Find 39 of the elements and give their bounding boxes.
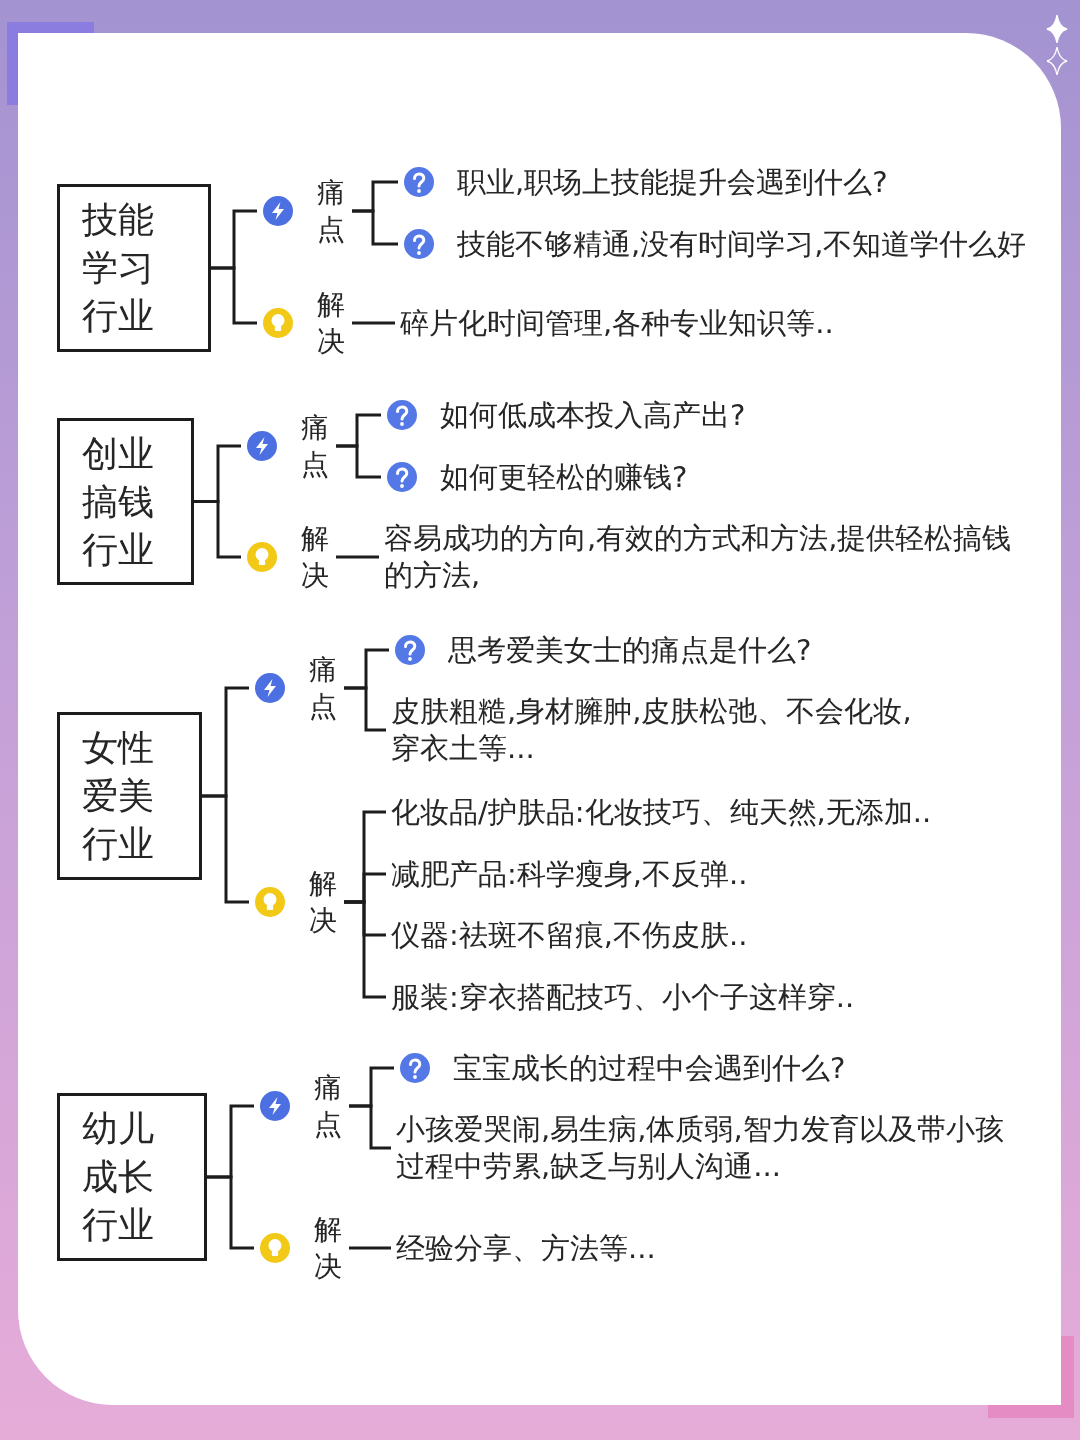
item-text: 如何低成本投入高产出? <box>440 396 746 434</box>
connector-line <box>349 1104 391 1150</box>
item-text: 思考爱美女士的痛点是什么? <box>448 631 812 669</box>
branch-label: 痛点 <box>301 410 330 483</box>
item-text: 皮肤粗糙,身材臃肿,皮肤松弛、不会化妆,穿衣土等... <box>386 693 921 767</box>
connector-line <box>352 209 398 246</box>
item-text: 容易成功的方向,有效的方式和方法,提供轻松搞钱的方法, <box>379 520 1024 594</box>
category-box: 技能学习行业 <box>57 184 211 352</box>
item-text: 职业,职场上技能提升会遇到什么? <box>457 163 888 201</box>
item-text: 技能不够精通,没有时间学习,不知道学什么好 <box>457 225 1027 263</box>
connector-line <box>352 321 395 325</box>
item-text: 碎片化时间管理,各种专业知识等.. <box>395 304 834 342</box>
branch-label: 解决 <box>317 287 346 360</box>
connector-line <box>344 686 386 732</box>
item-text: 仪器:祛斑不留痕,不伤皮肤.. <box>386 916 748 954</box>
category-box: 创业搞钱行业 <box>57 418 194 585</box>
connector-line <box>336 555 379 559</box>
category-box: 幼儿成长行业 <box>57 1093 207 1261</box>
branch-label: 解决 <box>301 521 330 594</box>
connector-line <box>336 444 381 479</box>
connector-line <box>349 1246 391 1250</box>
connector-line <box>344 900 386 999</box>
branch-label: 痛点 <box>317 175 346 248</box>
connector-line <box>207 1175 254 1250</box>
item-text: 化妆品/护肤品:化妆技巧、纯天然,无添加.. <box>386 793 932 831</box>
branch-label: 解决 <box>314 1212 343 1285</box>
item-text: 减肥产品:科学瘦身,不反弹.. <box>386 855 748 893</box>
item-text: 如何更轻松的赚钱? <box>440 458 688 496</box>
category-box: 女性爱美行业 <box>57 712 202 880</box>
connector-line <box>194 500 241 559</box>
branch-label: 痛点 <box>314 1070 343 1143</box>
item-text: 宝宝成长的过程中会遇到什么? <box>453 1049 846 1087</box>
branch-label: 痛点 <box>309 652 338 725</box>
connector-line <box>211 266 257 325</box>
item-text: 经验分享、方法等... <box>391 1229 656 1267</box>
item-text: 服装:穿衣搭配技巧、小个子这样穿.. <box>386 978 855 1016</box>
branch-label: 解决 <box>309 866 338 939</box>
connector-line <box>202 794 249 904</box>
item-text: 小孩爱哭闹,易生病,体质弱,智力发育以及带小孩过程中劳累,缺乏与别人沟通... <box>391 1111 1016 1185</box>
